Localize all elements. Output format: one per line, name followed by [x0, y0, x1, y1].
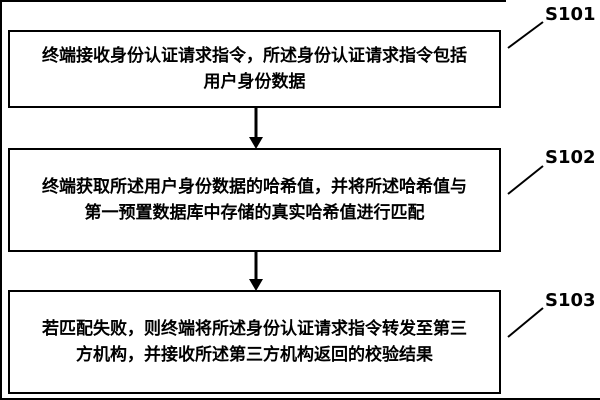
flow-step-3-box: 若匹配失败，则终端将所述身份认证请求指令转发至第三方机构，并接收所述第三方机构返… — [8, 290, 501, 394]
leader-line-s101 — [507, 21, 544, 49]
frame-bottom-line — [0, 398, 600, 400]
leader-line-s103 — [507, 307, 544, 338]
step-label-s101: S101 — [545, 4, 596, 25]
frame-top-line — [0, 0, 506, 2]
flow-step-2-box: 终端获取所述用户身份数据的哈希值，并将所述哈希值与第一预置数据库中存储的真实哈希… — [8, 148, 501, 252]
step-label-s103: S103 — [545, 290, 596, 311]
flow-step-1-text: 终端接收身份认证请求指令，所述身份认证请求指令包括用户身份数据 — [42, 45, 467, 92]
flow-step-3-text: 若匹配失败，则终端将所述身份认证请求指令转发至第三方机构，并接收所述第三方机构返… — [42, 318, 467, 365]
step-label-s102: S102 — [545, 147, 596, 168]
frame-left-line — [0, 0, 2, 400]
flow-step-2-text: 终端获取所述用户身份数据的哈希值，并将所述哈希值与第一预置数据库中存储的真实哈希… — [42, 176, 467, 223]
leader-line-s102 — [507, 165, 544, 195]
flow-step-1-box: 终端接收身份认证请求指令，所述身份认证请求指令包括用户身份数据 — [8, 30, 501, 108]
